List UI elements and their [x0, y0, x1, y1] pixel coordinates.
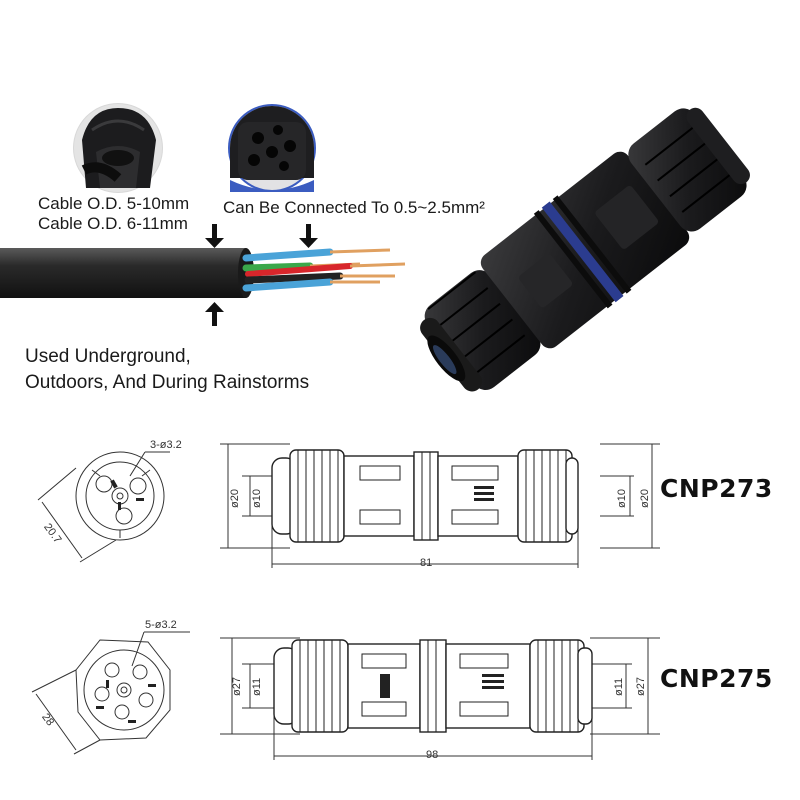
wire-range-spec: Can Be Connected To 0.5~2.5mm²: [223, 198, 485, 217]
cnp275-length: 98: [426, 749, 438, 761]
usage-text-1: Used Underground,: [25, 346, 191, 367]
down-arrow-icon: [299, 224, 318, 248]
up-arrow-icon: [205, 302, 224, 326]
cnp273-cable-dia-left: ø10: [251, 489, 263, 508]
cnp275-model-label: CNP275: [660, 664, 773, 693]
cnp273-cable-dia-right: ø10: [616, 489, 628, 508]
cable-od-spec-1: Cable O.D. 5-10mm: [38, 194, 190, 213]
cnp275-cable-dia-left: ø11: [251, 678, 263, 696]
cnp273-face-drawing: 3-ø3.2 20.7: [37, 439, 182, 563]
cnp273-body-dia-left: ø20: [229, 489, 241, 508]
cnp275-holes-label: 5-ø3.2: [145, 620, 177, 631]
gland-detail-photo: [73, 103, 163, 193]
cnp273-side-drawing: ø20 ø10 ø10 ø20 81: [220, 443, 660, 569]
cnp273-face-size: 20.7: [41, 521, 63, 545]
cnp273-holes-label: 3-ø3.2: [150, 439, 182, 451]
socket-face-photo: [228, 104, 316, 192]
cnp273-model-label: CNP273: [660, 474, 773, 503]
cnp273-body-dia-right: ø20: [639, 489, 651, 508]
cable-illustration: [0, 224, 406, 326]
connector-photo: [420, 107, 750, 392]
cable-od-spec-2: Cable O.D. 6-11mm: [38, 214, 188, 233]
cnp275-cable-dia-right: ø11: [613, 678, 625, 696]
cnp275-body-dia-left: ø27: [231, 677, 243, 696]
down-arrow-icon: [205, 224, 224, 248]
detail-photos: [73, 103, 316, 193]
cnp275-body-dia-right: ø27: [635, 677, 647, 696]
cnp275-face-size: 28: [39, 711, 56, 728]
cnp275-face-drawing: 5-ø3.2 28: [31, 620, 190, 755]
cnp275-side-drawing: ø27 ø11 ø11 ø27 98: [220, 637, 660, 761]
usage-text-2: Outdoors, And During Rainstorms: [25, 372, 310, 393]
cnp273-length: 81: [420, 557, 432, 569]
